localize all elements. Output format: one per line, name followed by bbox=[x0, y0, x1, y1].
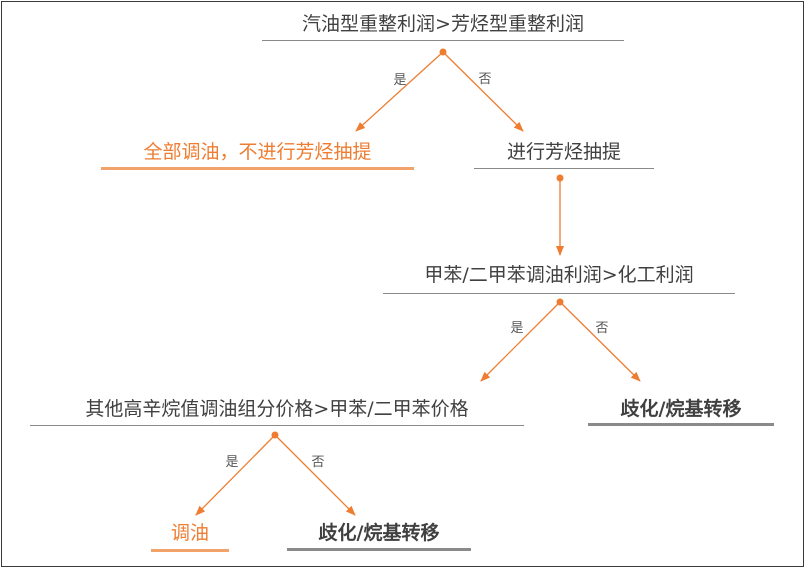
node-disproportionation-2: 歧化/烷基转移 bbox=[318, 522, 440, 544]
node-all-blending: 全部调油，不进行芳烃抽提 bbox=[143, 141, 372, 163]
node-toluene-xylene-profit-compare: 甲苯/二甲苯调油利润>化工利润 bbox=[424, 264, 694, 286]
node-underline bbox=[151, 549, 229, 552]
edge-label-no: 否 bbox=[311, 455, 325, 470]
edge-n1-n2 bbox=[355, 51, 444, 132]
node-underline bbox=[588, 423, 774, 426]
edge-n1-n3 bbox=[442, 51, 524, 132]
node-underline bbox=[474, 168, 654, 169]
node-disproportionation-1: 歧化/烷基转移 bbox=[620, 398, 742, 420]
node-underline bbox=[383, 293, 735, 294]
edge-n5-n7 bbox=[195, 434, 276, 516]
edge-n4-n5 bbox=[480, 301, 561, 382]
node-aromatics-extraction: 进行芳烃抽提 bbox=[506, 141, 621, 163]
node-underline bbox=[287, 548, 471, 551]
node-blending: 调油 bbox=[170, 522, 209, 544]
edge-n5-n8 bbox=[274, 434, 356, 516]
edge-label-no: 否 bbox=[595, 321, 609, 336]
edge-n4-n6 bbox=[559, 301, 641, 382]
edge-label-yes: 是 bbox=[510, 321, 524, 336]
edge-label-no: 否 bbox=[478, 72, 492, 87]
node-octane-component-price-compare: 其他高辛烷值调油组分价格>甲苯/二甲苯价格 bbox=[85, 398, 469, 420]
node-reforming-profit-compare: 汽油型重整利润>芳烃型重整利润 bbox=[302, 13, 584, 35]
edge-label-yes: 是 bbox=[393, 73, 407, 88]
node-underline bbox=[262, 40, 624, 41]
node-underline bbox=[101, 167, 414, 170]
edge-label-yes: 是 bbox=[225, 455, 239, 470]
node-underline bbox=[30, 425, 524, 426]
